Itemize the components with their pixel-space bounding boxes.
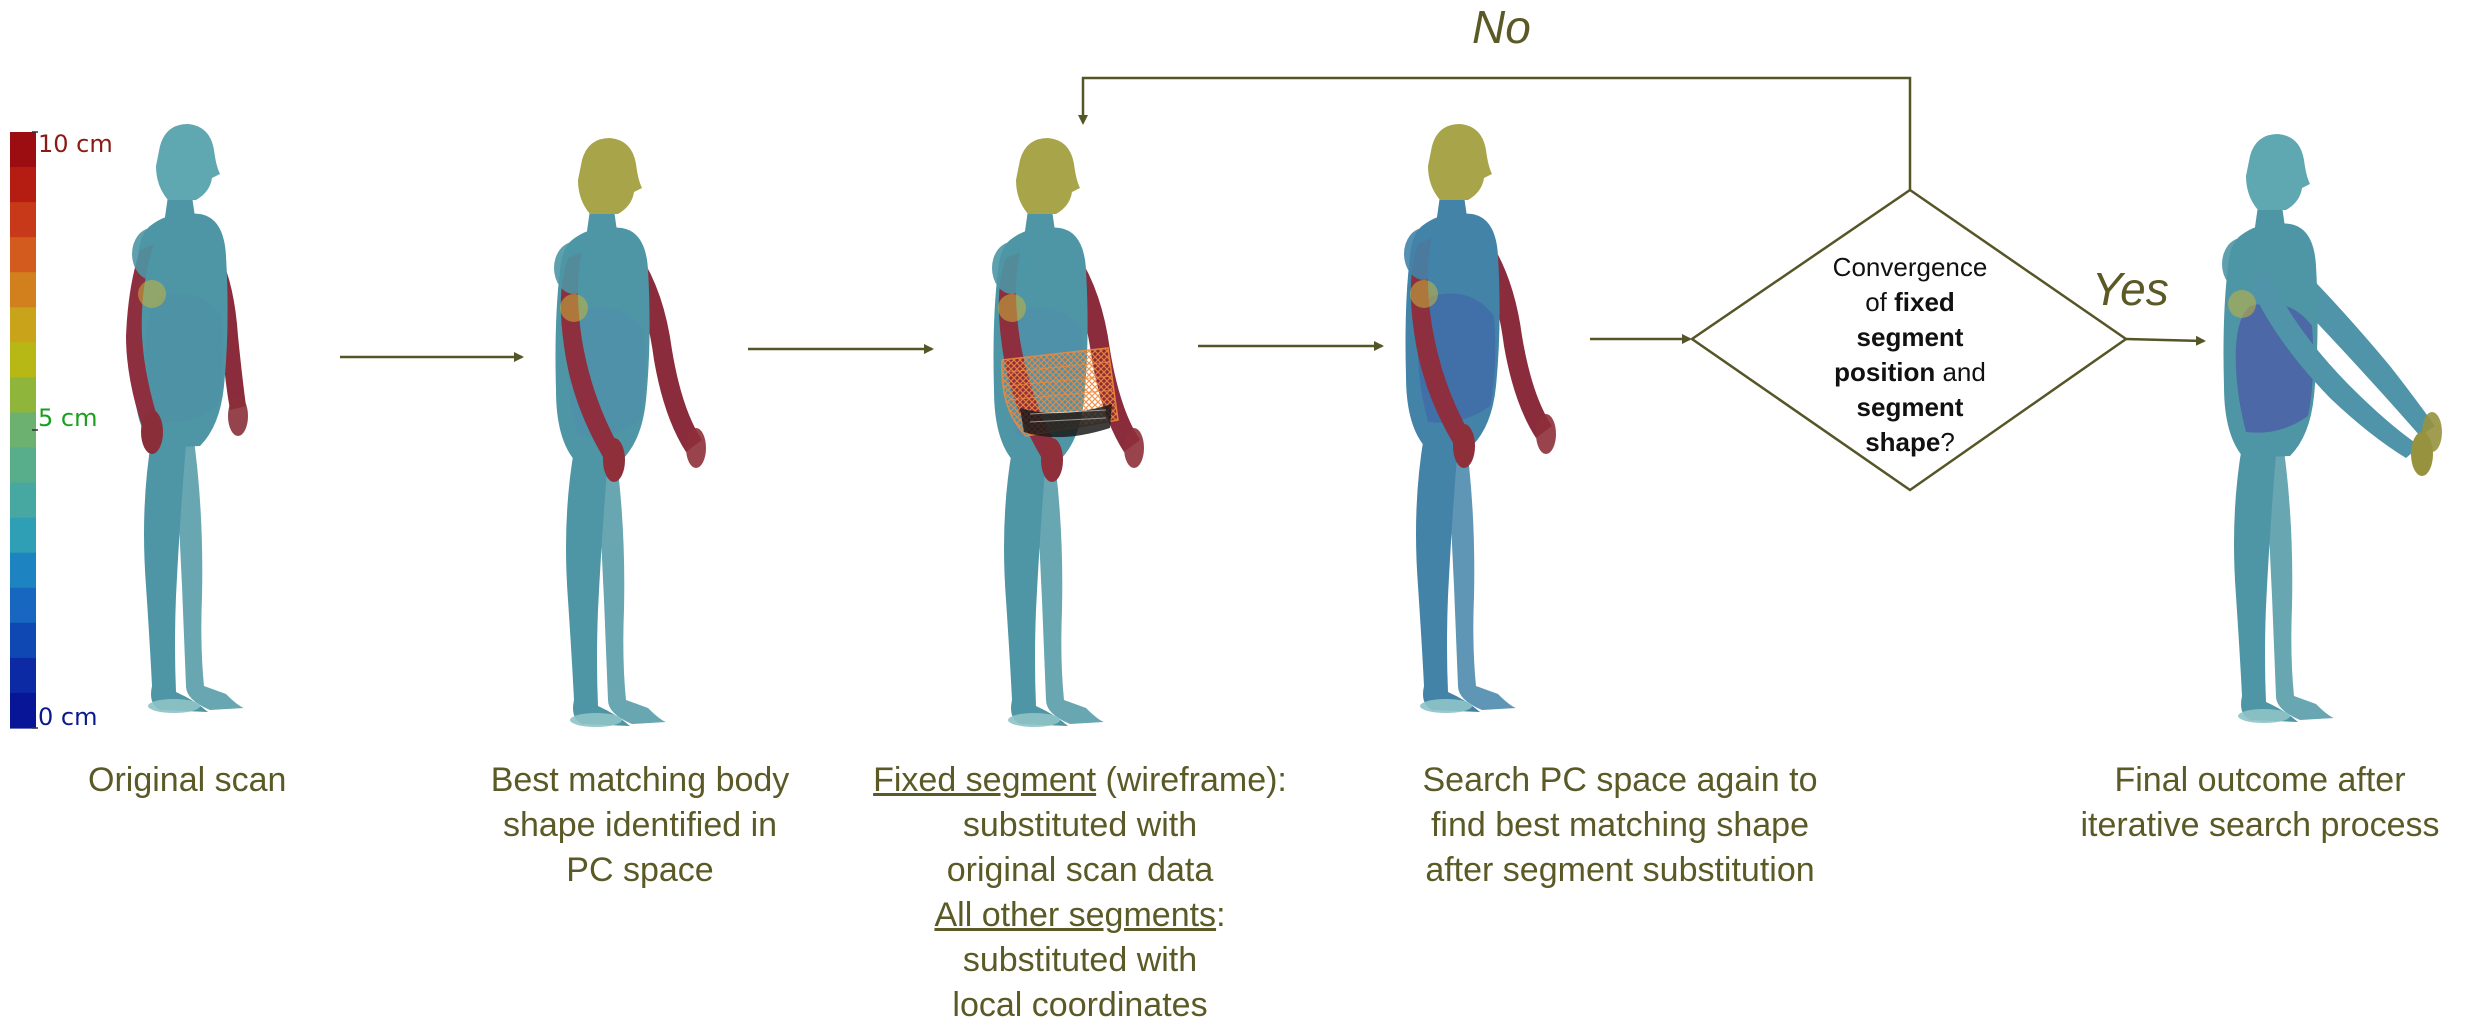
original-scan-figure bbox=[126, 124, 248, 713]
caption-best-match: Best matching body shape identified in P… bbox=[450, 758, 830, 893]
final-outcome-figure bbox=[2222, 134, 2442, 723]
shoulder bbox=[2222, 238, 2262, 290]
color-scale-step bbox=[10, 448, 36, 484]
color-scale-step bbox=[10, 307, 36, 343]
color-scale-step bbox=[10, 202, 36, 238]
caption-final: Final outcome after iterative search pro… bbox=[2050, 758, 2470, 848]
color-scale-step bbox=[10, 483, 36, 519]
wireframe-segment bbox=[1002, 348, 1118, 437]
hand bbox=[1453, 424, 1475, 468]
best-match-figure bbox=[554, 138, 706, 727]
foot bbox=[570, 713, 622, 727]
color-scale-step bbox=[10, 132, 36, 168]
head bbox=[2246, 134, 2310, 210]
scale-label-mid: 5 cm bbox=[38, 404, 97, 432]
search-pc-figure bbox=[1404, 124, 1556, 713]
color-scale-step bbox=[10, 272, 36, 308]
shoulder-highlight bbox=[138, 280, 166, 308]
yes-label: Yes bbox=[2092, 262, 2169, 316]
shoulder-highlight bbox=[1410, 280, 1438, 308]
head bbox=[1428, 124, 1492, 200]
shoulder bbox=[554, 242, 594, 294]
torso-shading bbox=[146, 294, 224, 423]
color-scale-step bbox=[10, 342, 36, 378]
caption-fixed-segment: Fixed segment (wireframe): substituted w… bbox=[840, 758, 1320, 1028]
hand bbox=[603, 438, 625, 482]
far-hand bbox=[228, 396, 248, 436]
no-label: No bbox=[1472, 0, 1531, 54]
foot bbox=[2238, 709, 2290, 723]
foot bbox=[1008, 713, 1060, 727]
neck bbox=[164, 196, 196, 224]
far-hand bbox=[686, 428, 706, 468]
shoulder-highlight bbox=[2228, 290, 2256, 318]
color-scale-step bbox=[10, 588, 36, 624]
far-hand bbox=[1536, 414, 1556, 454]
foot bbox=[1420, 699, 1472, 713]
neck bbox=[1024, 210, 1056, 238]
color-scale-step bbox=[10, 658, 36, 694]
shoulder bbox=[992, 242, 1032, 294]
foot bbox=[148, 699, 200, 713]
head bbox=[578, 138, 642, 214]
scale-label-min: 0 cm bbox=[38, 703, 97, 731]
color-scale-step bbox=[10, 693, 36, 729]
far-leg bbox=[598, 440, 666, 724]
caption-search: Search PC space again to find best match… bbox=[1380, 758, 1860, 893]
head bbox=[1016, 138, 1080, 214]
shoulder bbox=[1404, 228, 1444, 280]
far-leg bbox=[1036, 440, 1104, 724]
caption-original: Original scan bbox=[88, 758, 408, 803]
decision-text: Convergence of fixed segment position an… bbox=[1780, 250, 2040, 460]
far-leg bbox=[1448, 426, 1516, 710]
color-scale-step bbox=[10, 518, 36, 554]
head bbox=[156, 124, 220, 200]
far-hand bbox=[1124, 428, 1144, 468]
color-scale-step bbox=[10, 237, 36, 273]
color-scale-step bbox=[10, 377, 36, 413]
shoulder-highlight bbox=[560, 294, 588, 322]
far-leg bbox=[176, 426, 244, 710]
color-scale-step bbox=[10, 623, 36, 659]
color-scale-step bbox=[10, 553, 36, 589]
neck bbox=[2254, 206, 2286, 234]
arrow-no-loop bbox=[1083, 78, 1910, 190]
shoulder-highlight bbox=[998, 294, 1026, 322]
scale-label-max: 10 cm bbox=[38, 130, 113, 158]
neck bbox=[586, 210, 618, 238]
arrow-yes bbox=[2126, 339, 2204, 341]
far-hand bbox=[2422, 412, 2442, 452]
neck bbox=[1436, 196, 1468, 224]
hand bbox=[1041, 438, 1063, 482]
hand bbox=[141, 410, 163, 454]
far-leg bbox=[2266, 436, 2334, 720]
color-scale-bar bbox=[10, 132, 38, 729]
shoulder bbox=[132, 228, 172, 280]
color-scale-step bbox=[10, 167, 36, 203]
